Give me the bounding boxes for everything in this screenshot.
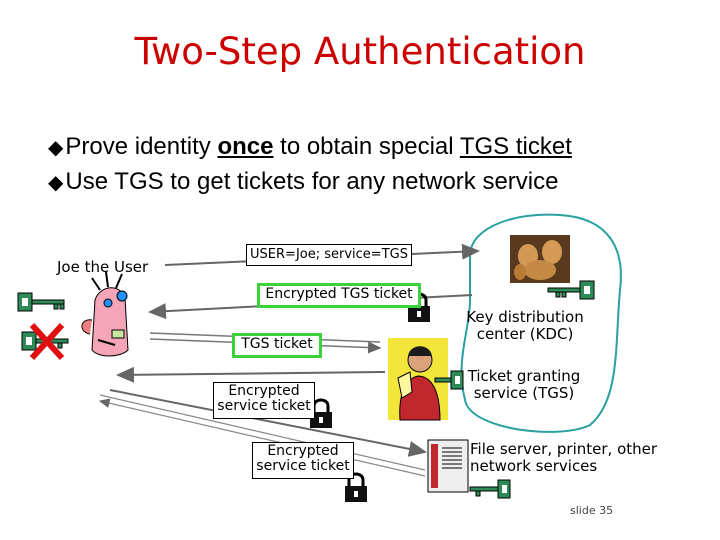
key-icon: [547, 280, 595, 300]
server-label: File server, printer, other network serv…: [470, 440, 658, 475]
user-cartoon-icon: [81, 271, 129, 357]
bullet-1: ◆Prove identity once to obtain special T…: [48, 133, 572, 160]
msg-encrypted-service-ticket-2: Encrypted service ticket: [252, 442, 354, 479]
msg-encrypted-service-ticket-1: Encrypted service ticket: [213, 382, 315, 419]
arrow-enc-service-1: [116, 366, 386, 383]
msg-request: USER=Joe; service=TGS: [246, 244, 412, 266]
tgs-ticket-term: TGS ticket: [459, 133, 572, 160]
key-icon: [434, 370, 464, 390]
tgs-label: Ticket granting service (TGS): [467, 367, 581, 402]
diamond-bullet-icon: ◆: [48, 137, 64, 159]
key-icon: [469, 479, 511, 499]
arrow-server-reply: [98, 394, 426, 477]
msg-encrypted-tgs-ticket: Encrypted TGS ticket: [257, 283, 421, 308]
msg-tgs-ticket: TGS ticket: [232, 333, 322, 358]
padlock-icon: [345, 472, 367, 502]
emphasis-once: once: [217, 133, 274, 160]
slide-title: Two-Step Authentication: [134, 30, 586, 73]
cerberus-icon: [510, 235, 570, 283]
diamond-bullet-icon: ◆: [48, 172, 64, 194]
slide-number: slide 35: [570, 504, 614, 517]
kdc-label: Key distribution center (KDC): [466, 308, 584, 343]
red-x-icon: [29, 322, 65, 361]
key-icon: [17, 292, 65, 312]
user-label: Joe the User: [57, 258, 149, 276]
server-tower-icon: [427, 439, 469, 493]
arrow-to-server: [109, 389, 427, 457]
key-icon: [21, 331, 69, 351]
bullet-2: ◆Use TGS to get tickets for any network …: [48, 168, 559, 195]
